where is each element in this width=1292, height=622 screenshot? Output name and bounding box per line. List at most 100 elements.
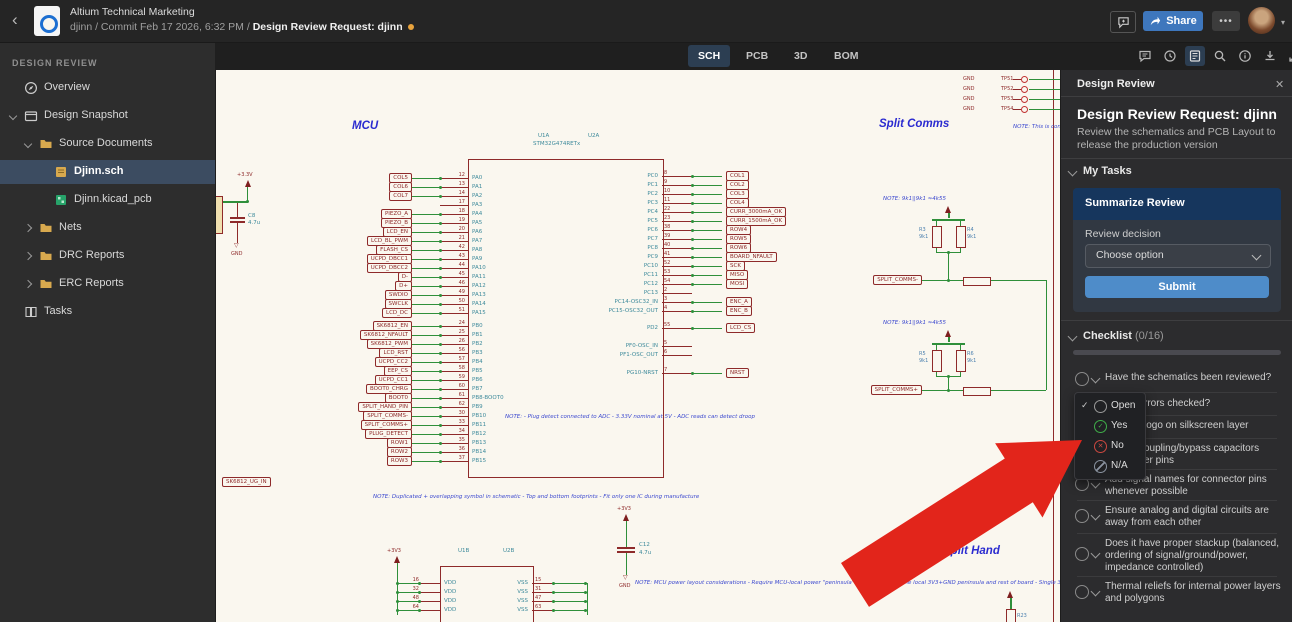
wire bbox=[440, 353, 468, 354]
tree-chevron-icon[interactable] bbox=[23, 251, 33, 261]
sidebar-item-erc-reports[interactable]: ERC Reports bbox=[0, 272, 215, 296]
pin-number: 40 bbox=[664, 241, 671, 248]
sidebar-item-djinn-sch[interactable]: Djinn.sch bbox=[0, 160, 215, 184]
review-request-title: Design Review Request: djinn bbox=[1077, 106, 1277, 122]
wire bbox=[662, 257, 692, 258]
wire bbox=[412, 443, 440, 444]
more-button[interactable]: ••• bbox=[1212, 11, 1240, 31]
pin-name: PC8 bbox=[647, 244, 658, 251]
testpoint-gnd-label: GND bbox=[963, 106, 975, 112]
sidebar-item-label: Djinn.sch bbox=[74, 165, 124, 177]
wire bbox=[932, 343, 965, 345]
search-icon[interactable] bbox=[1210, 46, 1230, 66]
wire bbox=[412, 380, 440, 381]
pin-name: PA14 bbox=[472, 300, 486, 307]
wire bbox=[440, 214, 468, 215]
review-decision-label: Review decision bbox=[1085, 228, 1161, 240]
wire bbox=[412, 434, 440, 435]
wire bbox=[1029, 89, 1060, 90]
checklist-item-text: Does it have proper stackup (balanced, bbox=[1105, 538, 1279, 549]
checklist-item-text: er pins bbox=[1144, 455, 1175, 466]
checklist-item-chevron-icon[interactable] bbox=[1090, 548, 1101, 559]
avatar-caret-icon[interactable]: ▾ bbox=[1281, 18, 1286, 27]
popup-option-yes[interactable]: ✓Yes bbox=[1075, 416, 1145, 436]
pin-number: 52 bbox=[664, 259, 671, 266]
pin-number: 53 bbox=[664, 268, 671, 275]
download-icon[interactable] bbox=[1260, 46, 1280, 66]
wire bbox=[440, 398, 468, 399]
wire bbox=[932, 219, 965, 221]
tab-3d[interactable]: 3D bbox=[794, 50, 808, 62]
sidebar-item-djinn-kicad-pcb[interactable]: Djinn.kicad_pcb bbox=[0, 188, 215, 212]
sidebar-item-drc-reports[interactable]: DRC Reports bbox=[0, 244, 215, 268]
org-title: Altium Technical Marketing bbox=[70, 6, 195, 18]
wire bbox=[440, 223, 468, 224]
pin-number: 62 bbox=[458, 400, 465, 407]
checklist-divider bbox=[1077, 533, 1277, 534]
sidebar-item-tasks[interactable]: Tasks bbox=[0, 300, 215, 324]
popup-option-no[interactable]: ✕No bbox=[1075, 436, 1145, 456]
my-tasks-chevron-icon[interactable] bbox=[1067, 166, 1078, 177]
sidebar-item-nets[interactable]: Nets bbox=[0, 216, 215, 240]
power-rail-label: +3.3V bbox=[237, 172, 253, 178]
back-button[interactable]: ‹ bbox=[12, 10, 18, 29]
share-button[interactable]: Share bbox=[1143, 11, 1203, 31]
wire bbox=[412, 277, 440, 278]
comment-icon[interactable] bbox=[1135, 46, 1155, 66]
expand-icon[interactable] bbox=[1285, 46, 1292, 66]
wire bbox=[692, 212, 722, 213]
component-part-number: STM32G474RETx bbox=[533, 141, 581, 147]
sidebar-item-overview[interactable]: Overview bbox=[0, 76, 215, 100]
tab-sch[interactable]: SCH bbox=[688, 45, 731, 67]
checklist-state-circle-icon[interactable] bbox=[1075, 585, 1089, 599]
info-icon[interactable] bbox=[1235, 46, 1255, 66]
checklist-item-chevron-icon[interactable] bbox=[1090, 478, 1101, 489]
junction-dot bbox=[690, 183, 694, 187]
sidebar-item-source-documents[interactable]: Source Documents bbox=[0, 132, 215, 156]
junction-dot bbox=[438, 441, 442, 445]
review-decision-select[interactable]: Choose option bbox=[1085, 244, 1271, 268]
wire bbox=[692, 203, 722, 204]
popup-option-open[interactable]: ✓Open bbox=[1075, 396, 1145, 416]
history-icon[interactable] bbox=[1160, 46, 1180, 66]
pin-name: PB15 bbox=[472, 457, 487, 464]
wire bbox=[440, 443, 468, 444]
checklist-item-chevron-icon[interactable] bbox=[1090, 373, 1101, 384]
pin-number: 23 bbox=[664, 214, 671, 221]
junction-dot bbox=[438, 405, 442, 409]
pin-number: 59 bbox=[458, 373, 465, 380]
checklist-state-circle-icon[interactable] bbox=[1075, 509, 1089, 523]
sidebar-item-design-snapshot[interactable]: Design Snapshot bbox=[0, 104, 215, 128]
checklist-chevron-icon[interactable] bbox=[1067, 331, 1078, 342]
checklist-item-text: Ensure analog and digital circuits are bbox=[1105, 505, 1269, 516]
comment-button[interactable] bbox=[1110, 11, 1136, 33]
user-avatar[interactable] bbox=[1248, 7, 1275, 34]
document-panel-icon[interactable] bbox=[1185, 46, 1205, 66]
submit-button[interactable]: Submit bbox=[1085, 276, 1269, 298]
overview-icon bbox=[24, 81, 38, 98]
tab-bom[interactable]: BOM bbox=[834, 50, 859, 62]
wire bbox=[989, 280, 1046, 281]
wire bbox=[1013, 79, 1021, 80]
breadcrumb: djinn / Commit Feb 17 2026, 6:32 PM / De… bbox=[70, 21, 414, 33]
checklist-divider bbox=[1077, 438, 1277, 439]
wire bbox=[1013, 99, 1021, 100]
checklist-item-chevron-icon[interactable] bbox=[1090, 510, 1101, 521]
tree-chevron-icon[interactable] bbox=[23, 139, 33, 149]
popup-option-na[interactable]: N/A bbox=[1075, 456, 1145, 476]
checklist-state-circle-icon[interactable] bbox=[1075, 547, 1089, 561]
pin-name: PB10 bbox=[472, 412, 487, 419]
wire bbox=[440, 389, 468, 390]
resistor-value: 9k1 bbox=[967, 358, 977, 364]
tree-chevron-icon[interactable] bbox=[23, 223, 33, 233]
checklist-item-chevron-icon[interactable] bbox=[1090, 586, 1101, 597]
testpoint-pad-icon bbox=[1021, 76, 1028, 83]
net-label: SPLIT_COMMS- bbox=[873, 275, 922, 285]
close-panel-icon[interactable]: ✕ bbox=[1275, 79, 1285, 91]
checklist-state-circle-icon[interactable] bbox=[1075, 372, 1089, 386]
tab-pcb[interactable]: PCB bbox=[746, 50, 769, 62]
pin-number: 24 bbox=[458, 319, 465, 326]
tree-chevron-icon[interactable] bbox=[8, 111, 18, 121]
tree-chevron-icon[interactable] bbox=[23, 279, 33, 289]
